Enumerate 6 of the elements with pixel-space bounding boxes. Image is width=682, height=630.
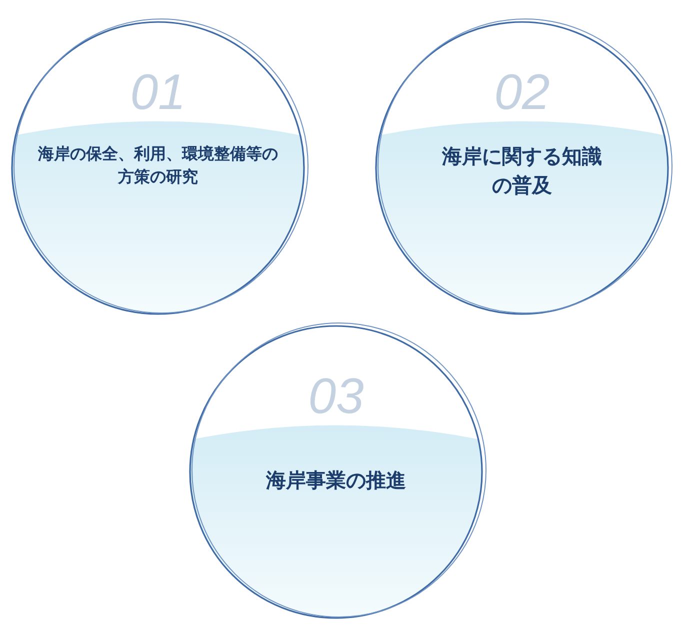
step-number: 01 xyxy=(130,64,186,120)
step-title: 海岸に関する知識の普及 xyxy=(442,142,602,199)
step-number: 03 xyxy=(308,368,364,424)
step-title: 海岸の保全、利用、環境整備等の方策の研究 xyxy=(36,142,279,188)
step-number: 02 xyxy=(494,64,550,120)
step-title: 海岸事業の推進 xyxy=(264,467,407,494)
